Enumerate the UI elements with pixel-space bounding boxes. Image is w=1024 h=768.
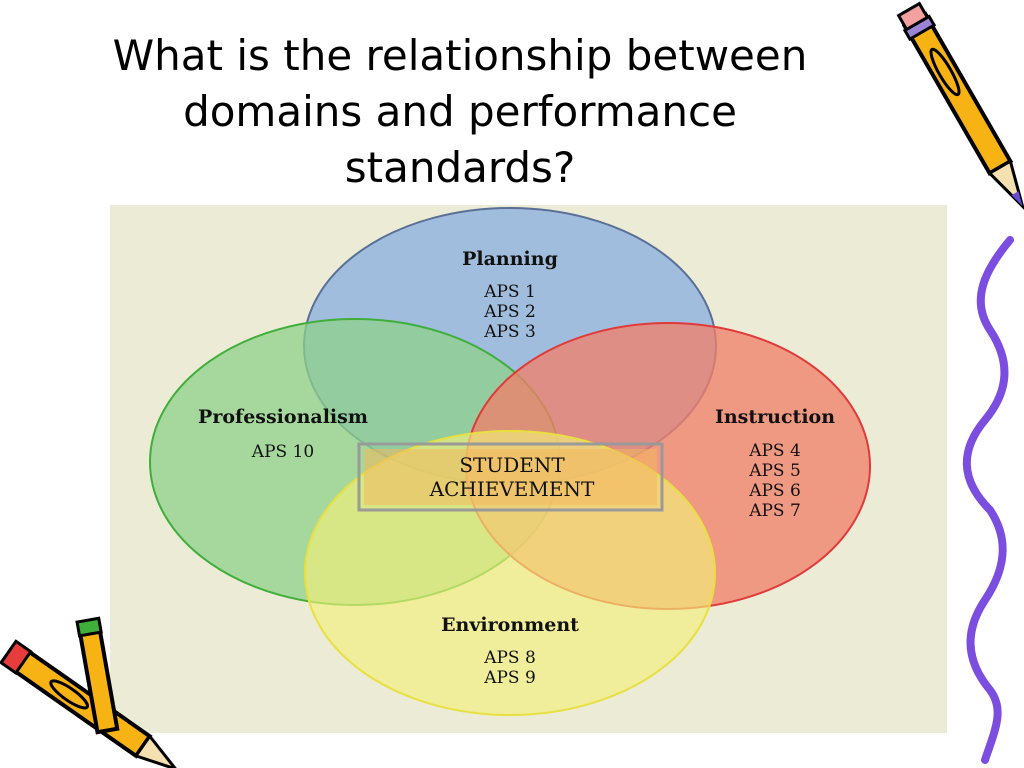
purple-squiggle xyxy=(962,236,1014,764)
environment-labels: Environment APS 8 APS 9 xyxy=(441,614,579,688)
instruction-labels: Instruction APS 4 APS 5 APS 6 APS 7 xyxy=(715,406,835,521)
title-line-2: domains and performance xyxy=(183,87,737,136)
environment-standard-1: APS 8 xyxy=(483,648,536,668)
student-achievement-box: STUDENT ACHIEVEMENT xyxy=(357,442,664,512)
instruction-standard-2: APS 5 xyxy=(748,461,801,481)
center-label-line-2: ACHIEVEMENT xyxy=(429,477,595,501)
instruction-standard-4: APS 7 xyxy=(748,501,801,521)
center-label-line-1: STUDENT xyxy=(459,453,565,477)
environment-domain-label: Environment xyxy=(441,614,579,636)
planning-domain-label: Planning xyxy=(462,248,558,270)
title-line-3: standards? xyxy=(344,143,576,192)
professionalism-domain-label: Professionalism xyxy=(198,406,368,428)
environment-standard-2: APS 9 xyxy=(483,668,536,688)
pencil-icon xyxy=(896,1,1024,212)
planning-standard-2: APS 2 xyxy=(483,302,536,322)
planning-labels: Planning APS 1 APS 2 APS 3 xyxy=(462,248,558,342)
professionalism-standard-1: APS 10 xyxy=(251,442,314,462)
pencil-icon xyxy=(75,616,120,735)
instruction-standard-3: APS 6 xyxy=(748,481,801,501)
planning-standard-1: APS 1 xyxy=(483,282,536,302)
planning-standard-3: APS 3 xyxy=(483,322,536,342)
professionalism-labels: Professionalism APS 10 xyxy=(198,406,368,462)
title-line-1: What is the relationship between xyxy=(112,31,808,80)
instruction-domain-label: Instruction xyxy=(715,406,835,428)
instruction-standard-1: APS 4 xyxy=(748,441,801,461)
slide-title: What is the relationship between domains… xyxy=(70,28,850,196)
